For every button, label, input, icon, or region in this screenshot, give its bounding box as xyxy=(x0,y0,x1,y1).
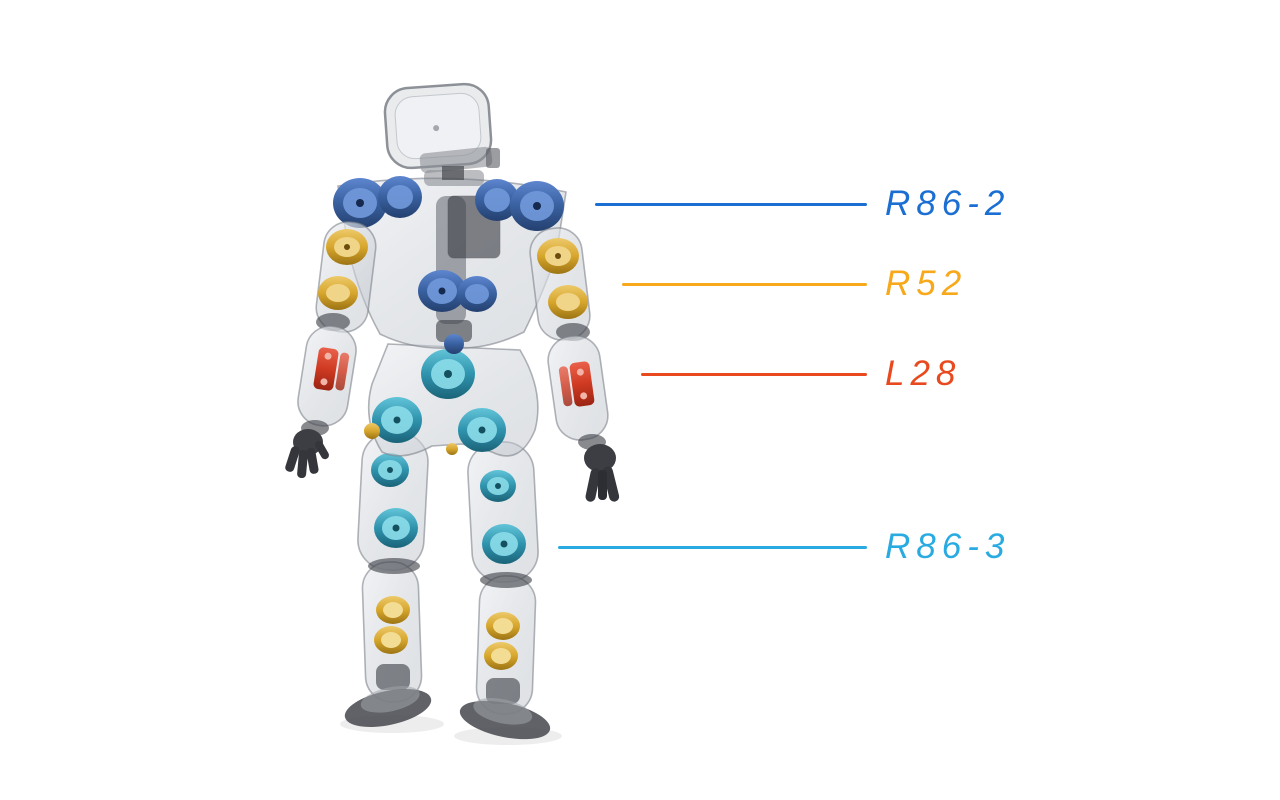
callout-label-l28: L28 xyxy=(885,354,962,393)
robot-right-hand xyxy=(584,444,620,502)
callout-line-r52 xyxy=(622,283,867,286)
robot-head xyxy=(383,82,493,170)
callout-line-r86-3 xyxy=(558,546,867,549)
callout-label-r52: R52 xyxy=(885,264,968,303)
robot-left-hand xyxy=(285,429,329,479)
robot-left-foot xyxy=(344,686,432,727)
robot-left-leg xyxy=(344,431,432,727)
callout-line-r86-2 xyxy=(595,203,867,206)
callout-line-l28 xyxy=(641,373,867,376)
callout-label-r86-2: R86-2 xyxy=(885,184,1011,223)
robot-right-foot xyxy=(459,698,551,740)
callout-label-r86-3: R86-3 xyxy=(885,527,1011,566)
robot-right-arm xyxy=(529,227,620,502)
robot-pelvis xyxy=(364,343,539,457)
robot-neck xyxy=(419,146,500,180)
robot-torso xyxy=(333,170,567,354)
robot-left-arm xyxy=(285,221,377,479)
robot-right-leg xyxy=(459,441,551,740)
